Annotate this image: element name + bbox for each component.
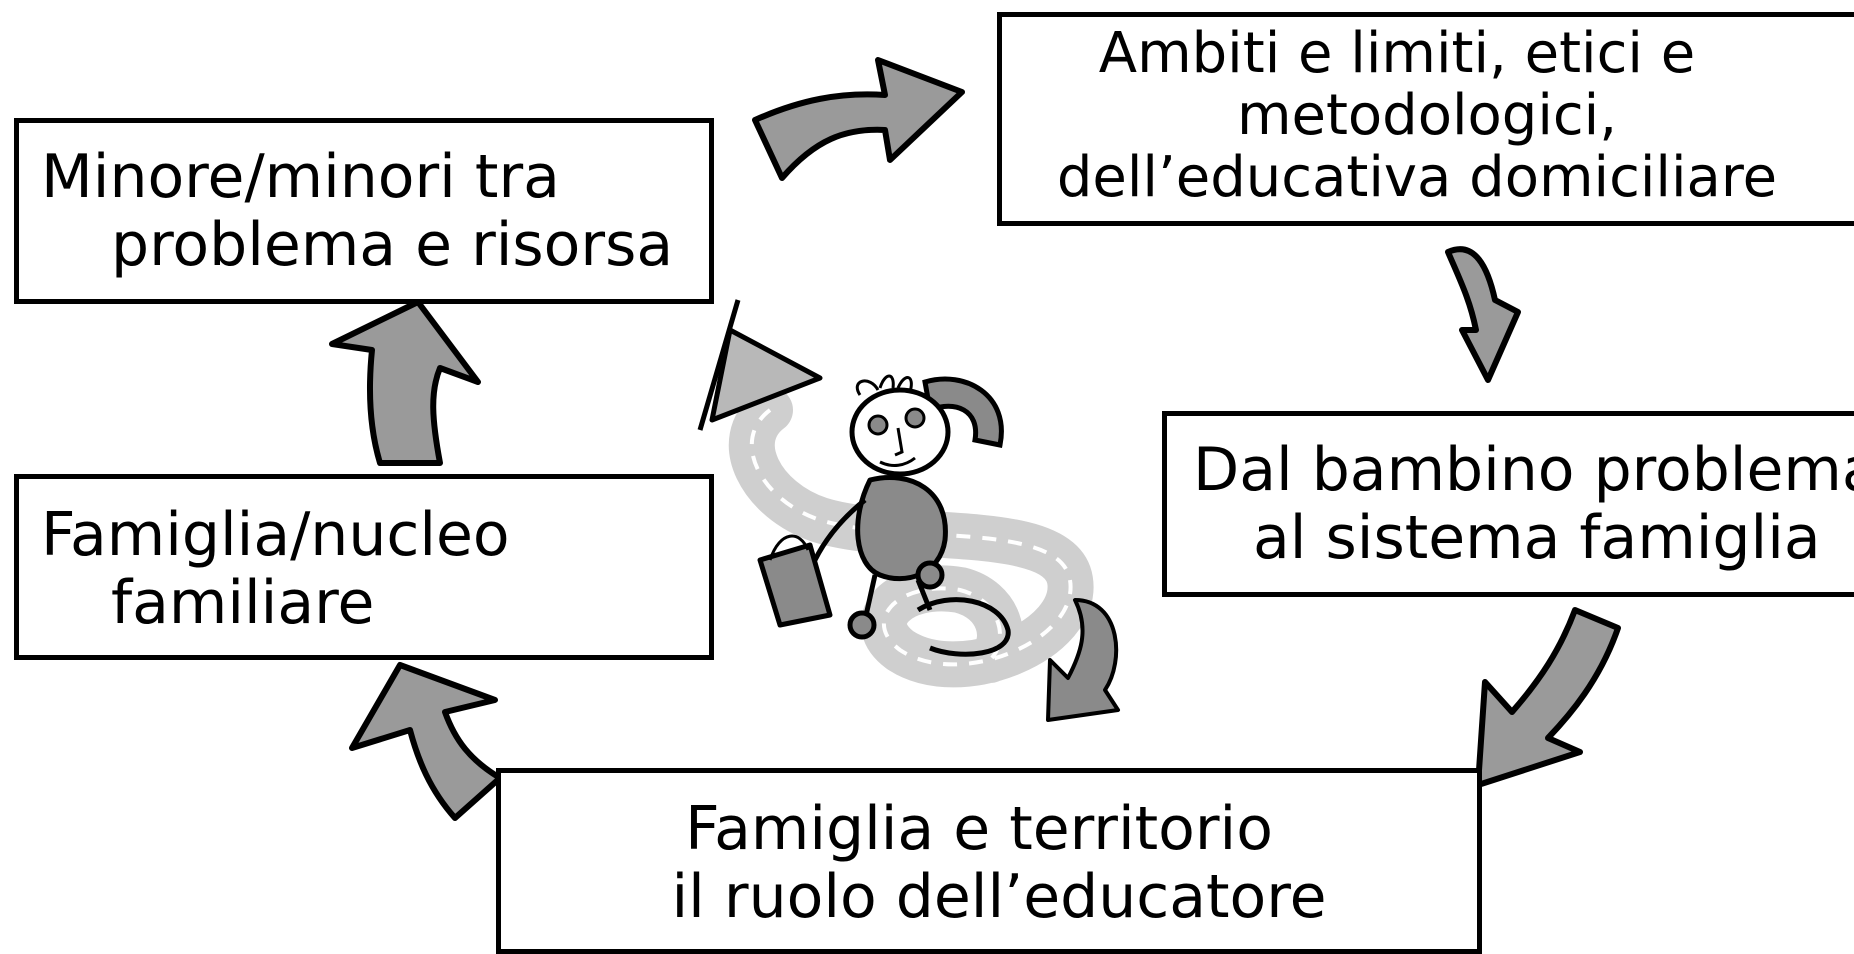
triangle-flag bbox=[697, 299, 823, 431]
box-ambiti-limiti: Ambiti e limiti, etici e metodologici, d… bbox=[997, 12, 1854, 226]
box-dal-bambino-problema: Dal bambino problema al sistema famiglia bbox=[1162, 411, 1854, 597]
arrow-ambiti-to-dal bbox=[1445, 246, 1521, 383]
arrow-famterr-to-famiglia bbox=[349, 662, 503, 821]
box-label-line: problema e risorsa bbox=[111, 210, 674, 280]
box-label-line: Famiglia e territorio bbox=[685, 794, 1273, 864]
box-label-line: Ambiti e limiti, etici e bbox=[1098, 21, 1696, 86]
scarf bbox=[922, 376, 1004, 448]
box-label-line: al sistema famiglia bbox=[1253, 503, 1821, 573]
box-label-line: metodologici, bbox=[1236, 83, 1618, 148]
box-label-line: Dal bambino problema bbox=[1193, 435, 1854, 505]
arrow-famiglia-to-minore bbox=[329, 299, 481, 466]
child-illustration bbox=[697, 299, 1120, 722]
child-head bbox=[849, 374, 951, 477]
box-label-line: Famiglia/nucleo bbox=[41, 500, 510, 570]
eye-right bbox=[904, 407, 926, 429]
box-label-line: dell’educativa domiciliare bbox=[1056, 145, 1778, 210]
box-famiglia-nucleo: Famiglia/nucleo familiare bbox=[14, 474, 714, 660]
bag bbox=[757, 534, 833, 628]
box-label-line: Minore/minori tra bbox=[41, 142, 560, 212]
box-label-line: familiare bbox=[111, 568, 375, 638]
winding-road bbox=[728, 387, 1094, 688]
box-famiglia-territorio: Famiglia e territorio il ruolo dell’educ… bbox=[496, 768, 1482, 954]
eye-left bbox=[867, 414, 889, 436]
child-body bbox=[812, 475, 948, 640]
arrow-minore-to-ambiti bbox=[752, 57, 965, 181]
box-minore-problema-risorsa: Minore/minori tra problema e risorsa bbox=[14, 118, 714, 304]
box-label-line: il ruolo dell’educatore bbox=[671, 862, 1327, 932]
curved-arrow-small bbox=[1046, 598, 1120, 722]
arrow-dal-to-famterr bbox=[1475, 607, 1621, 788]
